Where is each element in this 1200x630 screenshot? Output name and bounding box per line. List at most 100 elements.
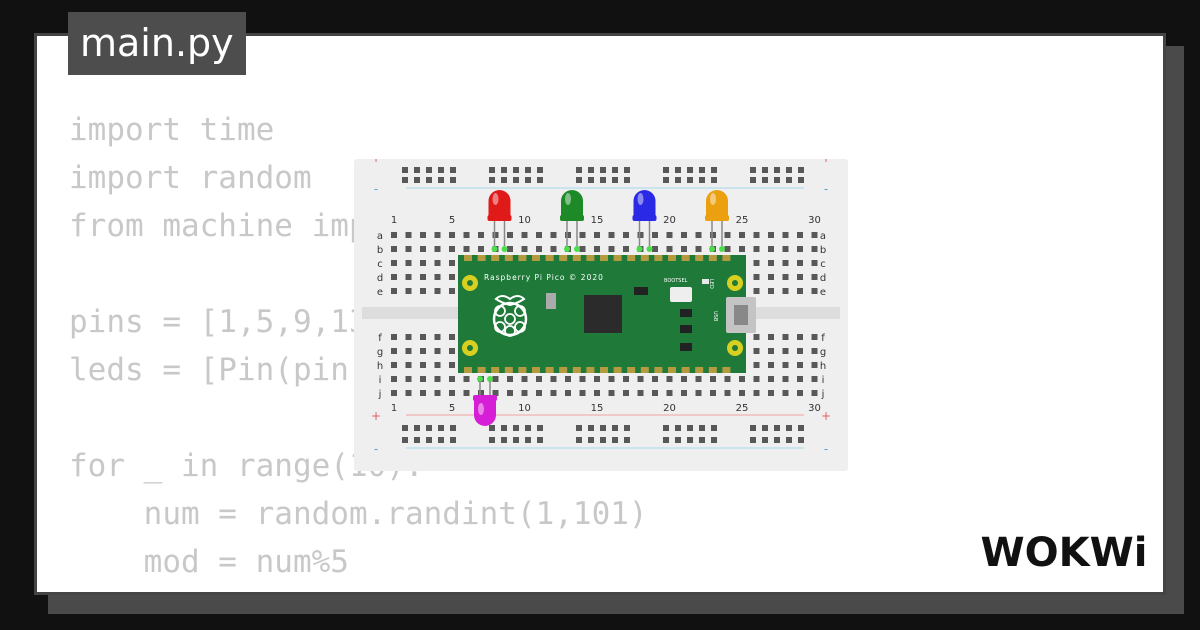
- rail-hole: [798, 425, 804, 431]
- breadboard-hole: [434, 274, 441, 280]
- breadboard-hole: [782, 334, 789, 340]
- pico-pin-pad: [532, 367, 540, 373]
- breadboard-hole: [739, 246, 745, 252]
- rail-hole: [426, 425, 432, 431]
- rail-hole: [774, 425, 780, 431]
- column-number: 20: [663, 403, 676, 414]
- breadboard-hole: [405, 246, 412, 252]
- pico-pin-pad: [722, 367, 731, 373]
- breadboard-hole: [449, 334, 455, 340]
- rail-hole: [612, 437, 618, 443]
- wokwi-logo-text: WOKWi: [981, 530, 1148, 576]
- column-number: 5: [449, 403, 455, 414]
- breadboard-hole: [724, 390, 731, 396]
- led-pin-connection: [574, 246, 580, 252]
- column-number: 10: [518, 403, 531, 414]
- breadboard-hole: [420, 274, 426, 280]
- breadboard-hole: [782, 288, 789, 294]
- breadboard-hole: [449, 348, 455, 354]
- breadboard-hole: [811, 260, 818, 266]
- pico-pin-pad: [613, 367, 622, 373]
- rail-minus-label: -: [824, 182, 828, 196]
- rail-hole: [663, 437, 669, 443]
- breadboard-hole: [536, 232, 542, 238]
- breadboard-hole: [478, 246, 484, 252]
- breadboard-hole: [608, 246, 615, 252]
- breadboard-hole: [724, 376, 731, 382]
- rail-hole: [675, 167, 681, 173]
- rail-hole: [612, 177, 618, 183]
- breadboard-hole: [753, 390, 760, 396]
- breadboard-hole: [420, 376, 426, 382]
- breadboard-hole: [405, 274, 412, 280]
- breadboard-hole: [434, 348, 441, 354]
- pico-pin-pad: [477, 367, 486, 373]
- pico-pin-pad: [708, 255, 717, 261]
- rail-hole: [450, 167, 456, 173]
- column-number: 25: [736, 215, 749, 226]
- pico-pin-pad: [559, 255, 568, 261]
- rail-hole: [438, 167, 444, 173]
- rail-hole: [450, 177, 456, 183]
- row-letter: h: [820, 361, 826, 372]
- breadboard-hole: [391, 362, 397, 368]
- rail-hole: [450, 425, 456, 431]
- rail-hole: [675, 437, 681, 443]
- rail-hole: [537, 167, 543, 173]
- rail-hole: [576, 167, 582, 173]
- rail-hole: [414, 425, 420, 431]
- pico-chip: [584, 295, 622, 333]
- breadboard-hole: [797, 232, 803, 238]
- breadboard-hole: [391, 376, 397, 382]
- led-highlight: [565, 193, 571, 205]
- file-tab[interactable]: main.py: [68, 12, 246, 75]
- rail-hole: [762, 425, 768, 431]
- breadboard-hole: [797, 246, 803, 252]
- row-letter: i: [822, 375, 825, 386]
- breadboard-hole: [782, 274, 789, 280]
- pico-pin-pad: [545, 255, 554, 261]
- pico-mounting-hole-center: [732, 345, 738, 351]
- breadboard-hole: [536, 376, 542, 382]
- rail-minus-label: -: [824, 442, 828, 456]
- raspberry-logo-icon: [494, 321, 506, 333]
- breadboard-hole: [507, 232, 513, 238]
- pico-led: [702, 279, 709, 284]
- breadboard-hole: [782, 232, 789, 238]
- raspberry-logo-icon: [504, 313, 516, 325]
- breadboard-hole: [768, 246, 774, 252]
- rail-hole: [513, 177, 519, 183]
- column-number: 25: [736, 403, 749, 414]
- breadboard-hole: [811, 274, 818, 280]
- column-number: 30: [808, 403, 821, 414]
- row-letter: d: [820, 273, 826, 284]
- breadboard-hole: [797, 288, 803, 294]
- rail-hole: [489, 167, 495, 173]
- breadboard-hole: [565, 376, 571, 382]
- breadboard-hole: [434, 362, 441, 368]
- rail-hole: [576, 437, 582, 443]
- rail-plus-label: +: [821, 159, 831, 165]
- breadboard-hole: [463, 246, 470, 252]
- pico-pin-pad: [640, 255, 649, 261]
- pico-pin-pad: [491, 255, 500, 261]
- led-pin-connection: [636, 246, 643, 252]
- row-letter: f: [821, 333, 825, 344]
- code-line: num = random.randint(1,101): [69, 496, 648, 532]
- rail-hole: [663, 167, 669, 173]
- rail-hole: [489, 437, 495, 443]
- rail-plus-label: +: [371, 159, 381, 165]
- rail-hole: [402, 437, 408, 443]
- rail-hole: [402, 167, 408, 173]
- breadboard-hole: [434, 232, 441, 238]
- row-letter: c: [377, 259, 383, 270]
- rail-hole: [687, 425, 693, 431]
- rail-hole: [489, 177, 495, 183]
- breadboard-hole: [768, 376, 774, 382]
- breadboard-hole: [405, 334, 412, 340]
- breadboard-hole: [623, 376, 629, 382]
- breadboard-hole: [550, 390, 557, 396]
- breadboard-hole: [753, 334, 760, 340]
- breadboard-hole: [666, 246, 673, 252]
- pico-pin-pad: [695, 255, 704, 261]
